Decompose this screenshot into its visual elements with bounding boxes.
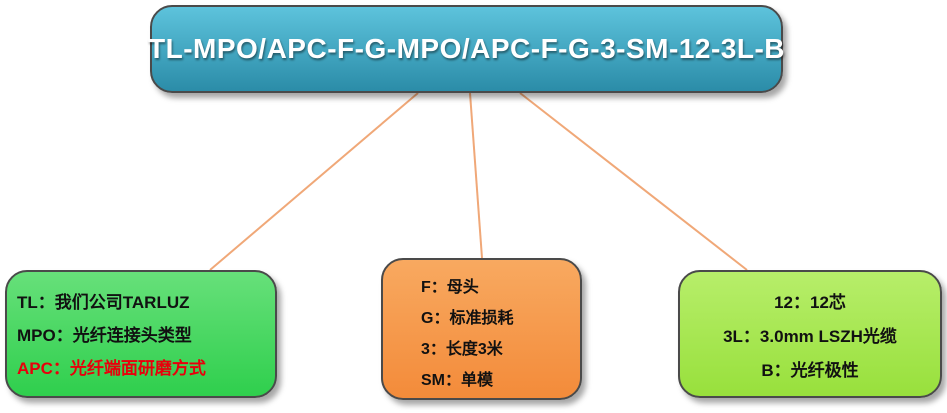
mid-line-length: 3：长度3米 bbox=[421, 341, 503, 358]
middle-info-box: F：母头 G：标准损耗 3：长度3米 SM：单模 bbox=[381, 258, 582, 400]
left-line-connector-type: MPO：光纤连接头类型 bbox=[17, 326, 192, 345]
connector-left bbox=[209, 92, 419, 271]
mid-line-loss: G：标准损耗 bbox=[421, 310, 514, 327]
right-line-fiber-count: 12：12芯 bbox=[774, 293, 846, 312]
title-box: TL-MPO/APC-F-G-MPO/APC-F-G-3-SM-12-3L-B bbox=[148, 5, 786, 93]
right-line-cable: 3L：3.0mm LSZH光缆 bbox=[723, 327, 897, 346]
connector-right bbox=[519, 92, 748, 271]
connector-middle bbox=[469, 92, 483, 259]
mid-line-gender: F：母头 bbox=[421, 279, 479, 296]
right-line-polarity: B：光纤极性 bbox=[761, 361, 859, 380]
left-line-brand: TL：我们公司TARLUZ bbox=[17, 293, 190, 312]
left-line-polish-type: APC：光纤端面研磨方式 bbox=[17, 359, 206, 378]
mid-line-mode: SM：单模 bbox=[421, 372, 494, 389]
left-info-box: TL：我们公司TARLUZ MPO：光纤连接头类型 APC：光纤端面研磨方式 bbox=[5, 270, 277, 398]
part-number-title: TL-MPO/APC-F-G-MPO/APC-F-G-3-SM-12-3L-B bbox=[148, 33, 786, 64]
right-info-box: 12：12芯 3L：3.0mm LSZH光缆 B：光纤极性 bbox=[678, 270, 942, 398]
